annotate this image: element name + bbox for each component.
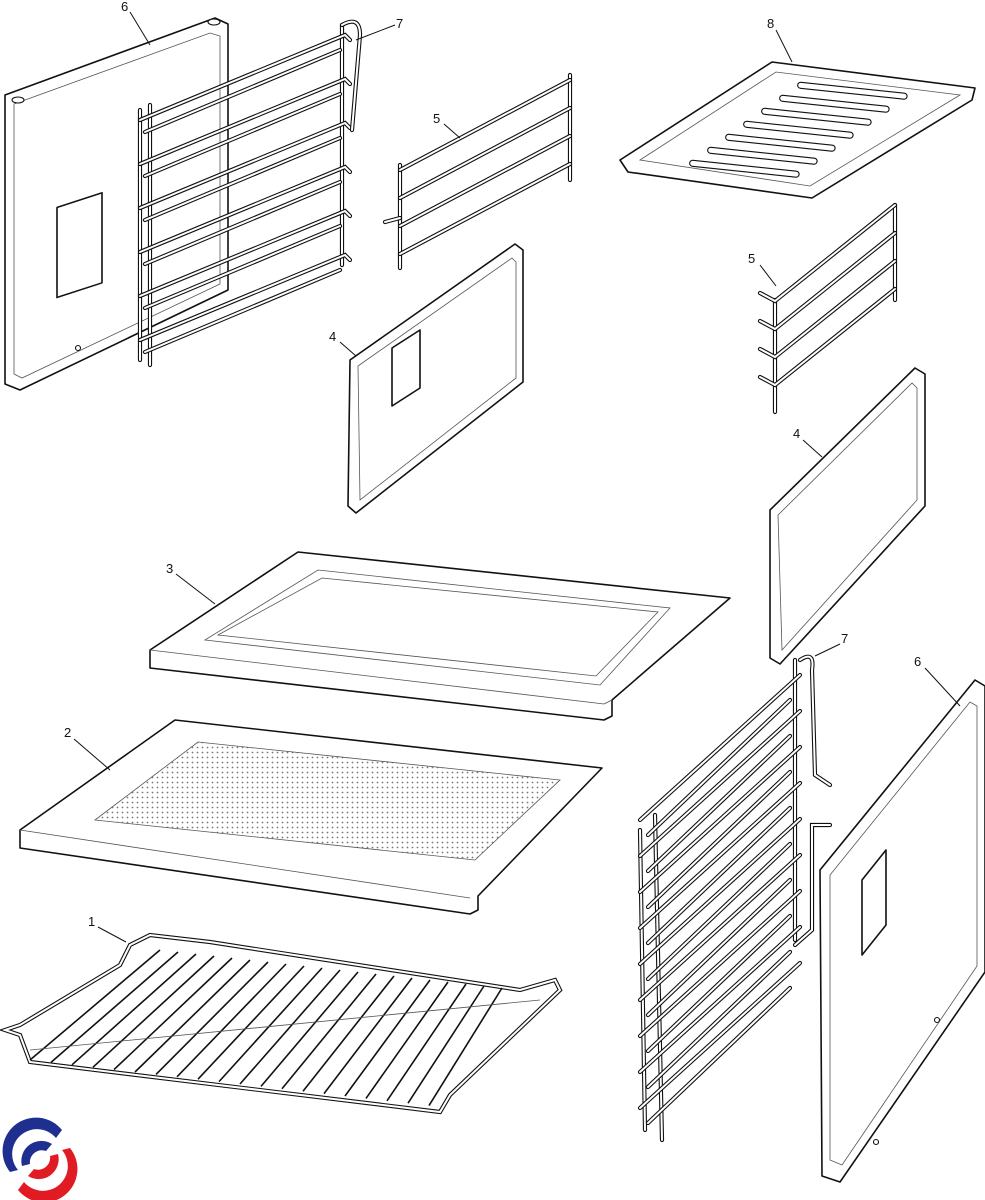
baking-tray-deep bbox=[149, 551, 731, 721]
grill-tray bbox=[619, 61, 976, 199]
callout-label: 8 bbox=[767, 16, 774, 31]
callout-label: 7 bbox=[396, 16, 403, 31]
callout-label: 5 bbox=[748, 251, 755, 266]
side-panel-small-left bbox=[347, 243, 524, 514]
callouts: 6 7 5 8 5 4 4 3 2 1 7 6 bbox=[64, 0, 961, 943]
callout-label: 5 bbox=[433, 111, 440, 126]
shelf-runner-top bbox=[382, 72, 573, 271]
side-panel-right bbox=[819, 679, 985, 1183]
callout-label: 4 bbox=[793, 426, 800, 441]
side-panel-left bbox=[4, 17, 229, 391]
side-panel-small-right bbox=[769, 367, 926, 665]
callout-label: 6 bbox=[914, 654, 921, 669]
callout-label: 7 bbox=[841, 631, 848, 646]
callout-label: 2 bbox=[64, 725, 71, 740]
wire-shelf bbox=[0, 932, 563, 1115]
brand-swirl-logo bbox=[2, 1117, 78, 1200]
callout-label: 1 bbox=[88, 914, 95, 929]
shelf-support-rack-right bbox=[637, 654, 833, 1143]
perforated-baking-tray bbox=[19, 719, 603, 915]
callout-label: 6 bbox=[121, 0, 128, 14]
callout-label: 4 bbox=[329, 329, 336, 344]
shelf-support-rack-left bbox=[137, 19, 363, 368]
shelf-runner-right bbox=[757, 202, 898, 415]
callout-label: 3 bbox=[166, 561, 173, 576]
